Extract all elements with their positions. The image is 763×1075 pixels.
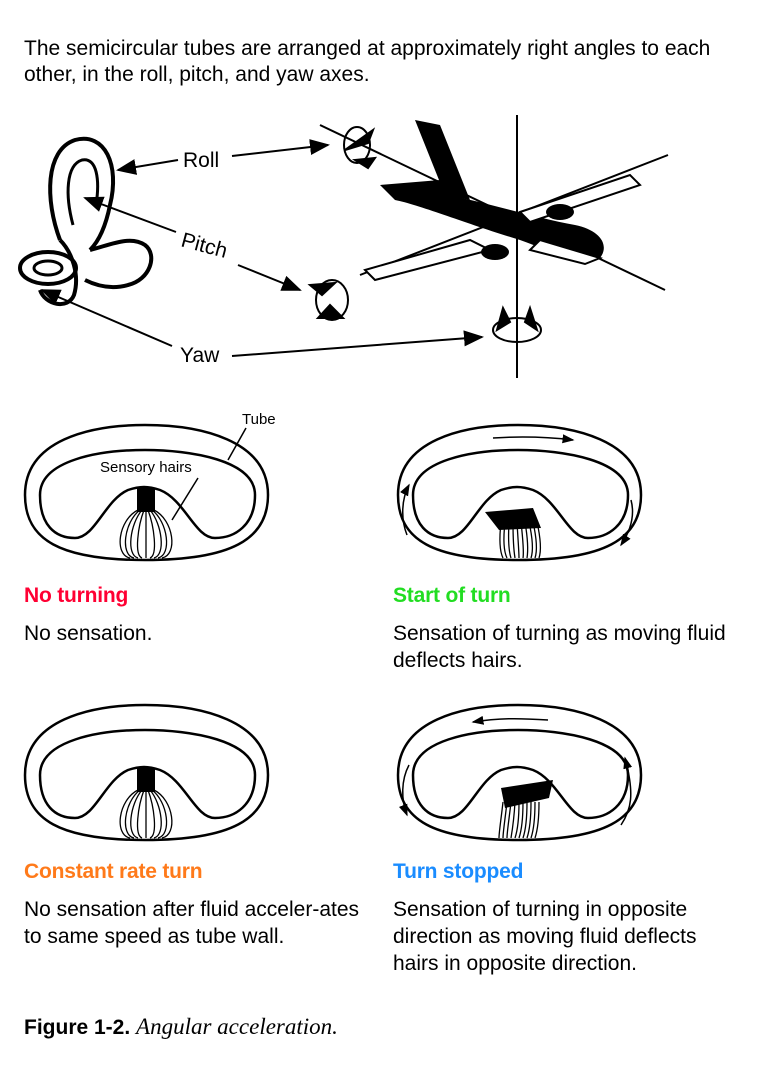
panel-description-constant-rate-turn: No sensation after fluid acceler-ates to…: [24, 898, 360, 948]
roll-rotation-icon: [343, 126, 378, 170]
tube-label: Tube: [242, 411, 276, 428]
sensory-hairs-label: Sensory hairs: [100, 459, 192, 476]
axes-diagram: Roll Pitch Yaw: [18, 115, 669, 378]
tube-diagram-start-of-turn: [396, 423, 643, 562]
panel-heading-start-of-turn: Start of turn: [393, 584, 511, 607]
pitch-rotation-icon: [307, 279, 349, 321]
tube-diagram-turn-stopped: [396, 703, 643, 842]
panel-description-start-of-turn: Sensation of turning as moving fluid def…: [393, 622, 726, 672]
tube-diagram-no-turning: Tube Sensory hairs: [23, 411, 276, 562]
pitch-label: Pitch: [179, 229, 230, 263]
figure-caption: Figure 1-2. Angular acceleration.: [24, 1014, 338, 1040]
panel-heading-turn-stopped: Turn stopped: [393, 860, 524, 883]
tube-diagram-constant-rate-turn: [23, 703, 270, 842]
yaw-label: Yaw: [180, 344, 220, 367]
figure-number: Figure 1-2.: [24, 1016, 131, 1039]
panel-description-turn-stopped: Sensation of turning in opposite directi…: [393, 898, 697, 975]
airplane-illustration: [319, 115, 669, 378]
yaw-rotation-icon: [492, 304, 542, 343]
panel-description-no-turning: No sensation.: [24, 622, 153, 645]
figure-title: Angular acceleration.: [136, 1014, 338, 1039]
panel-heading-no-turning: No turning: [24, 584, 129, 607]
roll-label: Roll: [183, 149, 219, 172]
inner-ear-illustration: [18, 136, 154, 306]
panel-heading-constant-rate-turn: Constant rate turn: [24, 860, 203, 883]
intro-text: The semicircular tubes are arranged at a…: [24, 37, 711, 86]
